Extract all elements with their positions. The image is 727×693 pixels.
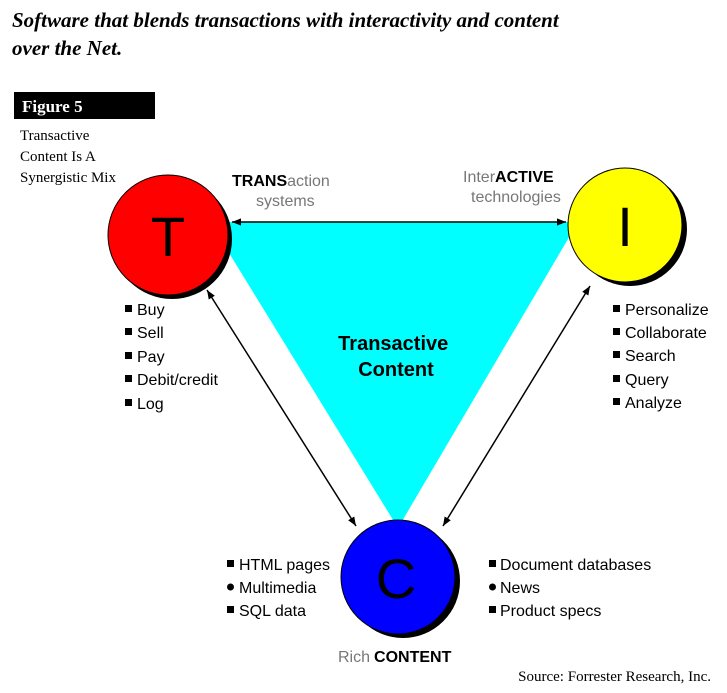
svg-text:Multimedia: Multimedia [239,580,316,597]
t-label-line2: systems [256,193,315,210]
i-letter: I [617,195,633,258]
i-label-line2: technologies [471,189,561,206]
c-letter: C [376,547,416,610]
svg-text:Pay: Pay [137,349,165,366]
svg-text:HTML pages: HTML pages [239,557,330,574]
svg-text:Collaborate: Collaborate [625,325,707,342]
figure-label-box [14,92,155,119]
svg-text:Sell: Sell [137,325,164,342]
svg-text:Query: Query [625,372,669,389]
svg-text:Document databases: Document databases [500,557,651,574]
svg-text:Personalize: Personalize [625,302,709,319]
arrow-t-c [206,289,357,527]
center-label: Transactive Content [338,333,454,381]
svg-text:Analyze: Analyze [625,395,682,412]
svg-text:Product specs: Product specs [500,603,601,620]
svg-text:Search: Search [625,348,676,365]
title-line-2: over the Net. [12,36,123,60]
i-label: InterACTIVE [463,169,554,186]
svg-text:Buy: Buy [137,302,165,319]
figure-label: Figure 5 [22,97,83,116]
svg-text:Log: Log [137,396,164,413]
figure-subtitle: Transactive Content Is A Synergistic Mix [20,128,116,186]
page-title: Software that blends transactions with i… [12,6,712,62]
t-items: Buy Sell Pay Debit/credit Log [125,302,218,413]
title-line-1: Software that blends transactions with i… [12,8,559,32]
svg-text:Debit/credit: Debit/credit [137,372,218,389]
c-items-right: Document databases News Product specs [489,557,651,620]
arrow-i-c [442,285,591,527]
c-items-left: HTML pages Multimedia SQL data [227,557,330,620]
t-label: TRANSaction [232,173,330,190]
source-note: Source: Forrester Research, Inc. [518,669,711,685]
svg-text:SQL data: SQL data [239,603,306,620]
i-circle [567,167,683,283]
svg-text:News: News [500,580,540,597]
i-items: Personalize Collaborate Search Query Ana… [613,302,709,412]
t-circle [107,174,229,296]
t-letter: T [151,205,185,268]
c-circle [340,519,456,635]
